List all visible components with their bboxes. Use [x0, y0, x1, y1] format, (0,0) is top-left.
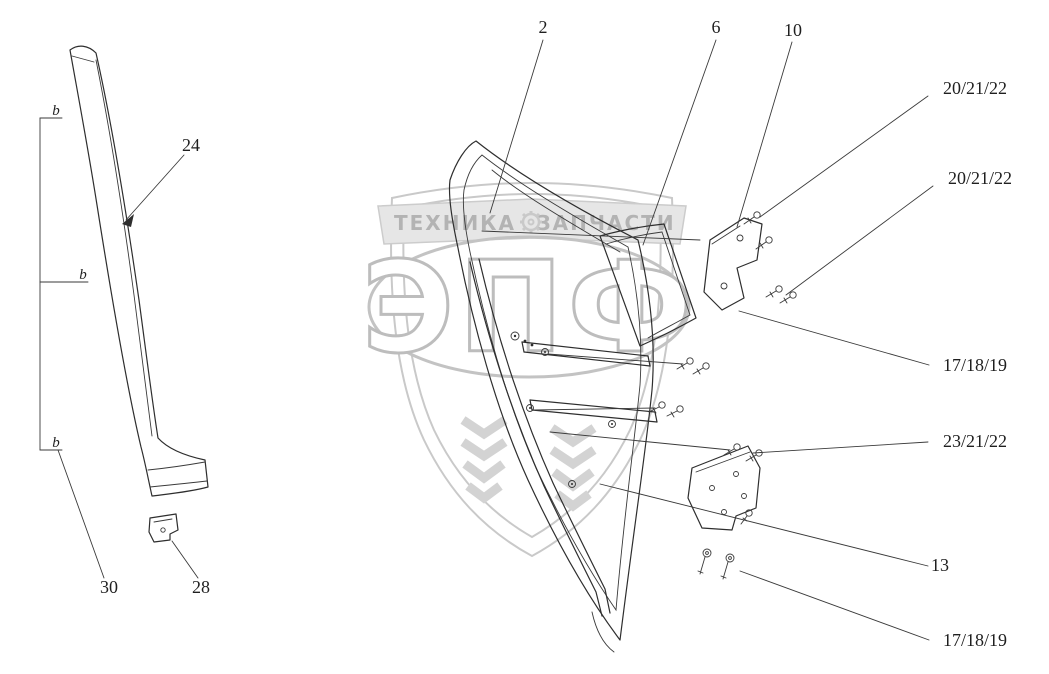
screw-icon: [765, 285, 783, 298]
section-b-lines: [39, 117, 89, 451]
section-b-top-label: b: [52, 103, 60, 119]
door-frame-assembly-drawing: [448, 140, 797, 653]
leader-part24: [125, 154, 185, 221]
screw-icon: [755, 236, 773, 250]
pillar-trim-top-edge: [71, 55, 95, 63]
leader-part6: [642, 39, 717, 246]
callout-leader-lines: [57, 39, 934, 641]
pillar-trim-part-drawing: [39, 45, 209, 543]
run-channel-bottom-detail: [591, 611, 615, 653]
callout-17-18-19-bottom-label: 17/18/19: [943, 630, 1007, 650]
leader-part28: [171, 540, 199, 579]
leader-20-21-22-mid: [785, 185, 934, 296]
leader-part30: [57, 449, 105, 579]
leader-part2: [489, 39, 544, 214]
callout-labels: 2 6 10 20/21/22 20/21/22 17/18/19 23/21/…: [52, 17, 1012, 650]
bolt-washer-icon: [697, 548, 712, 575]
screw-icon: [692, 362, 710, 375]
upper-bracket-part10: [703, 217, 763, 311]
screw-icon: [745, 449, 763, 462]
gear-icon: [520, 211, 542, 233]
leader-part10: [736, 41, 793, 228]
callout-part6-label: 6: [712, 17, 721, 37]
callout-23-21-22-label: 23/21/22: [943, 431, 1007, 451]
screw-icons: [648, 211, 797, 580]
watermark-shield: ТЕХНИКА ЗАПЧАСТИ ЭПФ: [360, 181, 697, 558]
pillar-trim-fold-line: [95, 59, 153, 437]
callout-part28-label: 28: [192, 577, 210, 597]
side-frame-part6-outline: [599, 223, 697, 347]
pillar-foot-line-1: [147, 461, 206, 471]
screw-icon: [723, 443, 741, 456]
section-b-mid-label: b: [79, 267, 87, 283]
watermark-tread-pattern: [460, 416, 597, 512]
side-frame-part6-inner: [605, 231, 691, 339]
screw-icon: [779, 291, 797, 304]
screw-icon: [666, 405, 684, 418]
callout-part2-label: 2: [539, 17, 548, 37]
watermark-shield-outline: [390, 181, 674, 558]
pillar-trim-outline: [69, 45, 209, 497]
leader-23-21-22: [752, 441, 929, 454]
leader-17-18-19-mid: [738, 310, 930, 366]
glass-frame-inner-line: [462, 154, 642, 612]
pillar-foot-line-2: [149, 480, 208, 488]
assembly-connection-lines: [481, 230, 731, 451]
callout-20-21-22-top-label: 20/21/22: [943, 78, 1007, 98]
callout-part30-label: 30: [100, 577, 118, 597]
screw-icon: [743, 211, 761, 225]
callout-part24-label: 24: [182, 135, 200, 155]
callout-20-21-22-mid-label: 20/21/22: [948, 168, 1012, 188]
screw-icon: [648, 401, 666, 414]
section-b-bottom-label: b: [52, 435, 60, 451]
glass-frame-outline: [448, 140, 654, 641]
leader-part13: [599, 483, 929, 567]
leader-part24-arrowhead: [122, 214, 134, 227]
callout-part10-label: 10: [784, 20, 802, 40]
callout-part13-label: 13: [931, 555, 949, 575]
leader-20-21-22-top: [759, 95, 929, 218]
run-channel-right-edge: [478, 258, 611, 614]
cross-rail-upper: [521, 341, 651, 367]
watermark-brand-text: ЭПФ: [362, 234, 697, 381]
clip-part-outline: [148, 513, 179, 543]
bolt-washer-icon: [720, 553, 735, 580]
leader-17-18-19-bottom: [739, 570, 930, 641]
fastener-point-icons: [510, 331, 616, 488]
callout-17-18-19-mid-label: 17/18/19: [943, 355, 1007, 375]
watermark-ellipse: [367, 235, 691, 379]
screw-icon: [676, 357, 694, 370]
clip-part-hole: [160, 527, 166, 533]
clip-part-detail: [153, 518, 173, 523]
run-channel-left-edge: [469, 261, 603, 617]
